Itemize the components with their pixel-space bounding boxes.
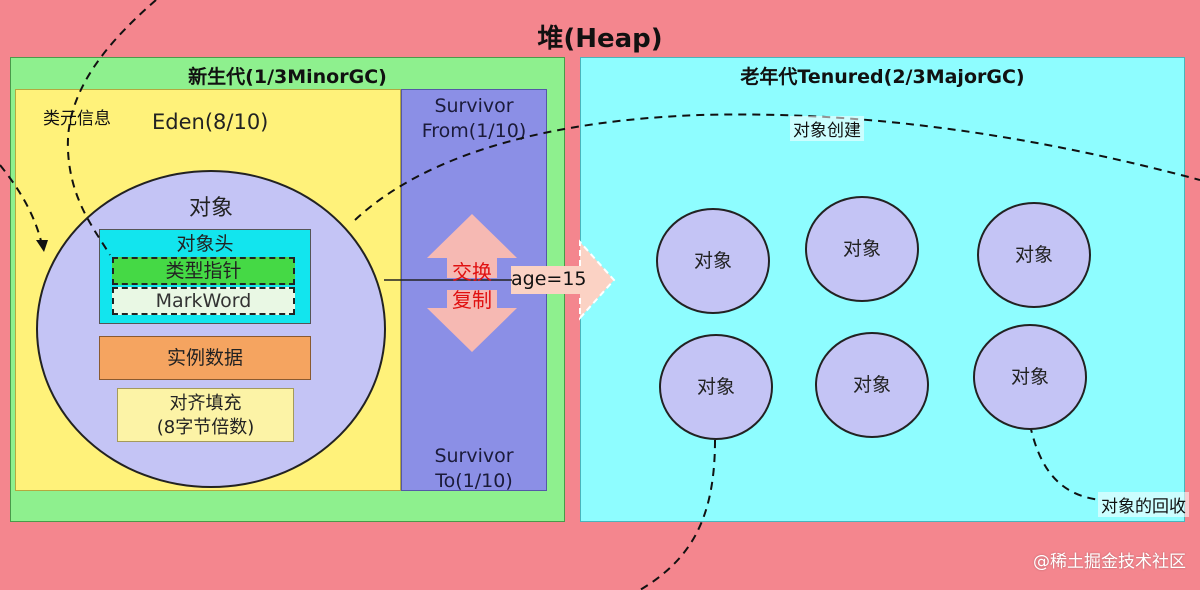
young-generation-title: 新生代(1/3MinorGC)	[188, 66, 387, 88]
survivor-to-line1: Survivor	[434, 445, 514, 467]
left-entry-arrowhead	[36, 240, 48, 252]
watermark: @稀土掘金技术社区	[1033, 552, 1186, 572]
age-arrow-outline	[579, 239, 616, 321]
old-object-4: 对象	[659, 334, 773, 440]
age-threshold-label: age=15	[511, 268, 587, 290]
object-creation-dashed-curve	[354, 113, 1200, 221]
survivor-from-line1: Survivor	[434, 95, 514, 117]
left-entry-dashed-arrow	[0, 164, 43, 246]
old-generation-title: 老年代Tenured(2/3MajorGC)	[740, 66, 1025, 88]
heap-title: 堆(Heap)	[537, 24, 663, 54]
swap-arrow-down	[427, 290, 517, 352]
padding-line1: 对齐填充	[169, 393, 242, 414]
survivor-to-line2: To(1/10)	[435, 470, 513, 492]
old-object-2: 对象	[805, 196, 919, 302]
age-arrow	[511, 242, 614, 318]
bottom-dashed-curve	[639, 439, 716, 590]
object-header-label: 对象头	[176, 233, 234, 255]
swap-line1: 交换	[452, 260, 492, 284]
swap-label: 交换 复制	[446, 258, 498, 314]
markword-box: MarkWord	[112, 287, 295, 315]
instance-data-box: 实例数据	[99, 336, 311, 380]
eden-label: Eden(8/10)	[152, 110, 269, 134]
old-object-1: 对象	[656, 208, 770, 314]
class-info-note: 类元信息	[43, 109, 111, 129]
swap-line2: 复制	[452, 288, 492, 312]
object-recycle-note: 对象的回收	[1098, 492, 1189, 517]
recycle-dashed-curve	[1029, 424, 1101, 501]
padding-line2: (8字节倍数)	[156, 417, 255, 438]
padding-box: 对齐填充 (8字节倍数)	[117, 388, 294, 442]
object-creation-note: 对象创建	[790, 116, 864, 141]
survivor-from-line2: From(1/10)	[421, 120, 527, 142]
object-layout-label: 对象	[188, 196, 233, 221]
old-object-3: 对象	[977, 202, 1091, 308]
class-meta-dashed-curve	[66, 0, 157, 256]
type-pointer-box: 类型指针	[112, 257, 295, 285]
old-object-6: 对象	[973, 324, 1087, 430]
old-object-5: 对象	[815, 332, 929, 438]
swap-arrow-up	[427, 214, 517, 278]
